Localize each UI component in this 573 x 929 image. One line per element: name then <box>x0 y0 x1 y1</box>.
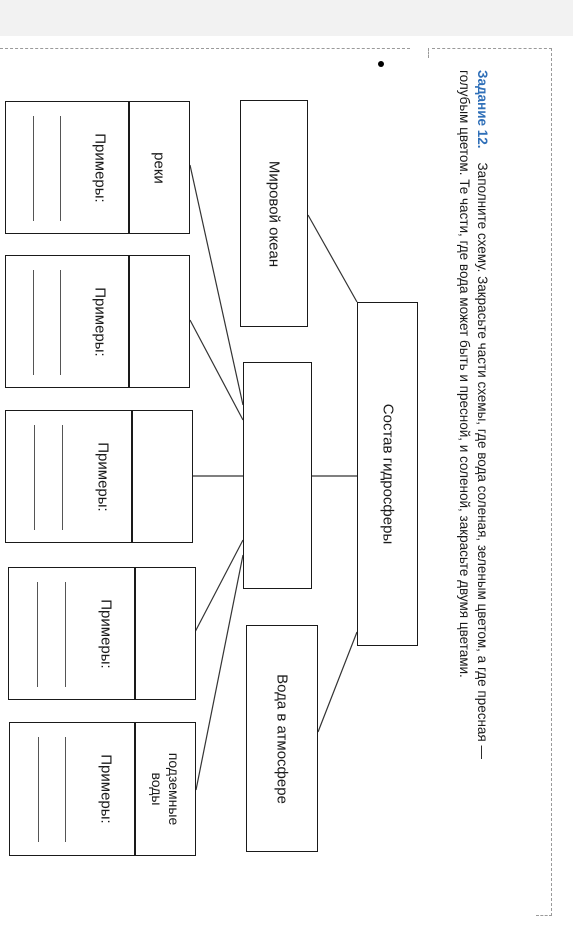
node3-divider <box>131 411 133 542</box>
answer-line <box>62 425 63 530</box>
level2-node-rivers: реки Примеры: <box>5 101 190 234</box>
frame-border-bottom <box>536 915 552 916</box>
node3-examples-label: Примеры: <box>94 441 111 512</box>
ocean-label: Мировой океан <box>265 160 283 267</box>
answer-line <box>38 737 39 842</box>
pin-dot <box>378 61 384 67</box>
node3-type-area <box>132 411 192 542</box>
answer-line <box>33 116 34 221</box>
level1-node-atmosphere: Вода в атмосфере <box>246 625 318 852</box>
answer-line <box>65 582 66 687</box>
connector-middle-ground <box>195 554 244 791</box>
connector-root-ocean <box>307 214 358 303</box>
connector-middle-b4 <box>194 539 244 633</box>
level2-node-groundwater: подземные воды Примеры: <box>9 722 196 856</box>
level2-node-2: Примеры: <box>5 255 190 388</box>
root-node: Состав гидросферы <box>357 302 418 646</box>
connector-root-atmosphere <box>317 631 358 733</box>
level1-node-middle <box>243 362 312 589</box>
rivers-type-cell <box>128 102 130 233</box>
answer-line <box>60 270 61 375</box>
answer-line <box>60 116 61 221</box>
top-band <box>0 0 573 36</box>
ground-divider <box>134 723 136 855</box>
ground-examples-area: Примеры: <box>77 723 134 855</box>
node2-examples-label: Примеры: <box>91 286 109 357</box>
frame-tick <box>428 48 430 58</box>
answer-line <box>33 270 34 375</box>
node3-examples-area: Примеры: <box>74 411 131 542</box>
node2-divider <box>128 256 130 387</box>
node2-type-area <box>129 256 189 387</box>
level2-node-3: Примеры: <box>5 410 193 543</box>
connector-middle-b2 <box>189 319 244 421</box>
answer-line <box>34 425 35 530</box>
connector-middle-rivers <box>189 164 244 406</box>
node4-examples-label: Примеры: <box>97 598 114 669</box>
frame-border-top-right <box>432 48 552 50</box>
frame-border-right <box>551 48 553 916</box>
atmosphere-label: Вода в атмосфере <box>273 673 291 804</box>
node2-examples-area: Примеры: <box>72 256 128 387</box>
rivers-examples-label: Примеры: <box>91 132 109 203</box>
rivers-examples-area: Примеры: <box>72 102 128 233</box>
level2-node-4: Примеры: <box>8 567 196 700</box>
rivers-type-area: реки <box>129 102 189 233</box>
frame-border-top <box>0 48 410 50</box>
answer-line <box>65 737 66 842</box>
node4-divider <box>134 568 136 699</box>
node4-examples-area: Примеры: <box>77 568 134 699</box>
answer-line <box>37 582 38 687</box>
rivers-label: реки <box>150 151 168 184</box>
root-label: Состав гидросферы <box>379 403 396 545</box>
node4-type-area <box>135 568 195 699</box>
level1-node-ocean: Мировой океан <box>240 100 308 327</box>
ground-examples-label: Примеры: <box>97 754 114 824</box>
groundwater-label: подземные воды <box>149 752 182 826</box>
ground-type-area: подземные воды <box>135 723 195 855</box>
